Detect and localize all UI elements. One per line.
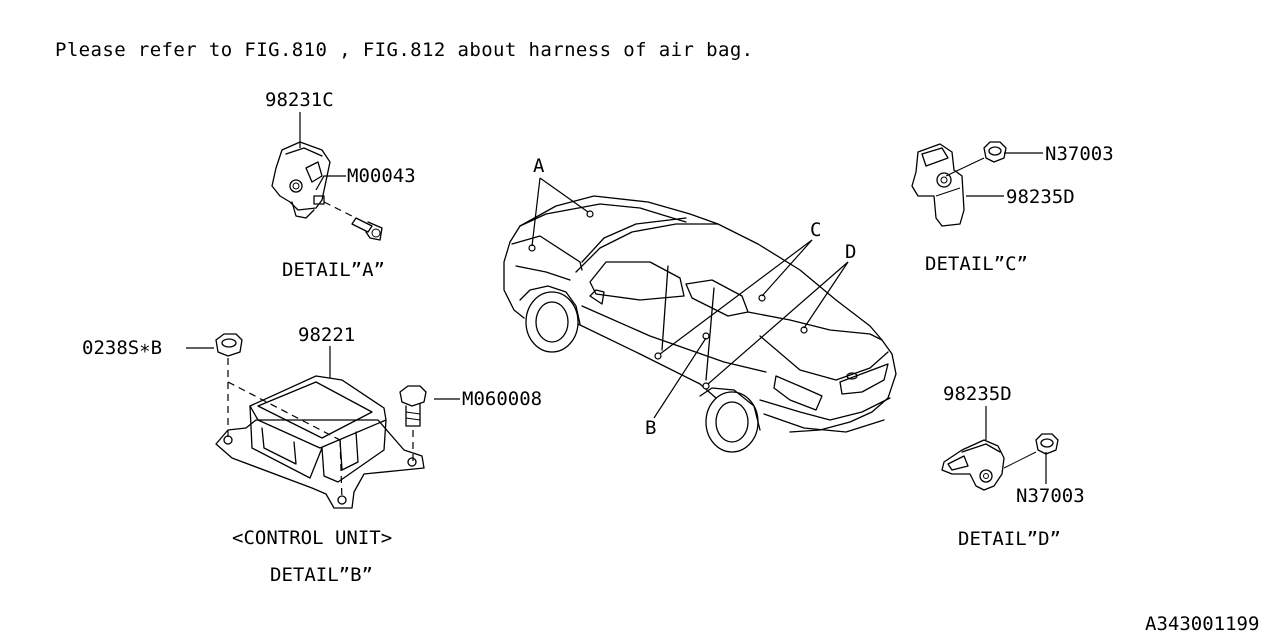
part-number-n37003-d[interactable]: N37003 bbox=[1016, 485, 1085, 507]
callout-a[interactable]: A bbox=[533, 155, 545, 177]
callout-leader-d2 bbox=[707, 261, 849, 385]
part-number-m00043[interactable]: M00043 bbox=[347, 165, 416, 187]
detail-d-title: DETAIL”D” bbox=[958, 528, 1061, 550]
bolt-m00043-drawing bbox=[351, 217, 383, 241]
mount-dash bbox=[227, 381, 341, 441]
bolt-m060008-drawing bbox=[399, 385, 427, 427]
harness-reference-note: Please refer to FIG.810 , FIG.812 about … bbox=[55, 39, 754, 61]
drawing-id: A343001199 bbox=[1145, 613, 1259, 635]
bolt-path-dash-a bbox=[323, 201, 357, 219]
part-number-98235d-d[interactable]: 98235D bbox=[943, 383, 1012, 405]
callout-d[interactable]: D bbox=[845, 241, 856, 263]
part-number-98235d-c[interactable]: 98235D bbox=[1006, 186, 1075, 208]
nut-path-d bbox=[1003, 451, 1037, 469]
part-number-n37003-c[interactable]: N37003 bbox=[1045, 143, 1114, 165]
callout-leader-d1 bbox=[803, 261, 849, 329]
location-dot-b-front bbox=[654, 352, 662, 360]
location-dot-d-side bbox=[702, 382, 710, 390]
mount-dash-2 bbox=[339, 439, 343, 501]
airbag-control-unit-drawing bbox=[215, 375, 425, 509]
detail-c-title: DETAIL”C” bbox=[925, 253, 1028, 275]
callout-c[interactable]: C bbox=[810, 219, 821, 241]
leader-m00043 bbox=[315, 175, 346, 191]
callout-leader-a2 bbox=[539, 177, 589, 213]
detail-b-subtitle: <CONTROL UNIT> bbox=[232, 527, 392, 549]
location-dot-c bbox=[758, 294, 766, 302]
part-number-0238s-b[interactable]: 0238S∗B bbox=[82, 337, 162, 359]
detail-c-group: N37003 98235D DETAIL”C” bbox=[911, 141, 1114, 275]
location-dot-a-hood bbox=[586, 210, 594, 218]
part-number-m060008[interactable]: M060008 bbox=[462, 388, 542, 410]
car-body bbox=[503, 195, 897, 453]
part-number-98221[interactable]: 98221 bbox=[298, 324, 355, 346]
callout-leader-c1 bbox=[659, 239, 813, 355]
callout-leader-c2 bbox=[761, 239, 813, 297]
detail-a-group: 98231C M00043 DETAIL”A” bbox=[265, 89, 416, 281]
nut-n37003-c-drawing bbox=[983, 141, 1007, 163]
callout-leader-a1 bbox=[531, 177, 541, 247]
nut-path-c bbox=[945, 157, 985, 177]
part-number-98231c[interactable]: 98231C bbox=[265, 89, 334, 111]
detail-b-title: DETAIL”B” bbox=[270, 564, 373, 586]
nut-n37003-d-drawing bbox=[1035, 433, 1059, 455]
callout-b[interactable]: B bbox=[645, 417, 656, 439]
detail-d-group: 98235D N37003 DETAIL”D” bbox=[941, 383, 1085, 550]
detail-a-title: DETAIL”A” bbox=[282, 259, 385, 281]
front-impact-sensor-drawing bbox=[271, 141, 331, 219]
callout-leader-b bbox=[653, 337, 707, 419]
side-impact-sensor-d-drawing bbox=[941, 439, 1005, 491]
vehicle-drawing: A B C D bbox=[503, 155, 897, 453]
detail-b-group: 98221 0238S∗B M060008 bbox=[82, 324, 542, 586]
side-impact-sensor-c-drawing bbox=[911, 143, 965, 227]
nut-0238s-b-drawing bbox=[215, 333, 243, 357]
